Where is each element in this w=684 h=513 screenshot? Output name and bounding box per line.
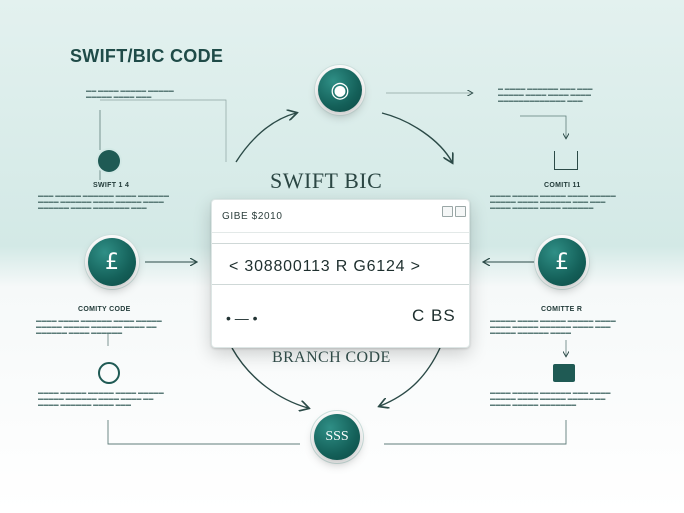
building-icon [554, 151, 578, 170]
card-header: GIBE $2010 [212, 200, 469, 233]
globe-icon: ◉ [330, 77, 350, 103]
diagram-title: SWIFT/BIC CODE [70, 46, 224, 66]
swift-code-card: GIBE $2010 < 308800113 R G6124 > • — • C… [211, 199, 470, 348]
arrow-bottom-left [231, 347, 308, 408]
left-currency-node: £ [88, 238, 136, 286]
card-footer-text: C BS [412, 306, 456, 325]
pound-icon-left: £ [105, 249, 119, 275]
desc-right-bottom: ▬▬▬▬ ▬▬▬▬▬ ▬▬▬▬▬▬ ▬▬▬ ▬▬▬▬▬▬▬▬▬ ▬▬▬▬ ▬▬▬… [490, 390, 611, 408]
desc-left-bottom: ▬▬▬▬ ▬▬▬▬▬ ▬▬▬▬▬ ▬▬▬▬ ▬▬▬▬▬▬▬▬▬▬ ▬▬▬▬▬▬ … [38, 390, 164, 408]
label-left-upper: SWIFT 1 4 [93, 182, 130, 189]
bottom-node-text: SSS [325, 429, 349, 444]
center-title: SWIFT BIC [270, 168, 383, 193]
label-right-upper: COMITI 11 [544, 182, 581, 189]
pound-icon-right: £ [555, 249, 569, 275]
code-row: < 308800113 R G6124 > [212, 243, 469, 285]
label-left-lower: COMITY CODE [78, 306, 131, 313]
right-currency-node: £ [538, 238, 586, 286]
card-header-text: GIBE $2010 [222, 211, 283, 222]
window-button-2[interactable] [455, 206, 466, 217]
window-button-1[interactable] [442, 206, 453, 217]
box-icon [553, 364, 575, 382]
arrow-top-left [235, 113, 296, 163]
branch-code-label: BRANCH CODE [272, 349, 391, 366]
note-top-left: ▬▬ ▬▬▬▬ ▬▬▬▬▬ ▬▬▬▬▬▬▬▬▬▬ ▬▬▬▬ ▬▬▬ [86, 88, 174, 100]
line-right-drop [520, 115, 566, 138]
desc-left-lower: ▬▬▬▬ ▬▬▬▬ ▬▬▬▬▬▬ ▬▬▬▬ ▬▬▬▬▬▬▬▬▬▬ ▬▬▬▬▬ ▬… [36, 318, 162, 336]
desc-right-upper: ▬▬▬▬ ▬▬▬▬▬ ▬▬▬▬▬ ▬▬▬▬ ▬▬▬▬▬▬▬▬▬▬ ▬▬▬▬ ▬▬… [490, 193, 616, 211]
globe-small-icon [98, 362, 120, 384]
bottom-node: SSS [314, 414, 360, 460]
label-right-lower: COMITTE R [541, 306, 583, 313]
line-top-left-2 [100, 99, 227, 162]
desc-left-upper: ▬▬▬ ▬▬▬▬▬ ▬▬▬▬▬▬ ▬▬▬▬ ▬▬▬▬▬▬▬▬▬▬ ▬▬▬▬▬▬ … [38, 193, 170, 211]
timer-icon [98, 150, 120, 172]
line-bottom-right [384, 420, 567, 445]
note-top-right: ▬ ▬▬▬▬ ▬▬▬▬▬▬ ▬▬▬ ▬▬▬▬▬▬▬▬ ▬▬▬▬ ▬▬▬▬ ▬▬▬… [498, 86, 593, 104]
arrow-top-right [381, 112, 452, 162]
line-bottom-left [107, 420, 300, 445]
globe-node: ◉ [318, 68, 362, 112]
arrow-bottom-right [380, 347, 441, 406]
swift-code-value: < 308800113 R G6124 > [229, 258, 421, 275]
desc-right-lower: ▬▬▬▬▬ ▬▬▬▬ ▬▬▬▬▬ ▬▬▬▬▬ ▬▬▬▬▬▬▬▬ ▬▬▬▬▬ ▬▬… [490, 318, 616, 336]
card-footer-dots: • — • [226, 310, 258, 326]
